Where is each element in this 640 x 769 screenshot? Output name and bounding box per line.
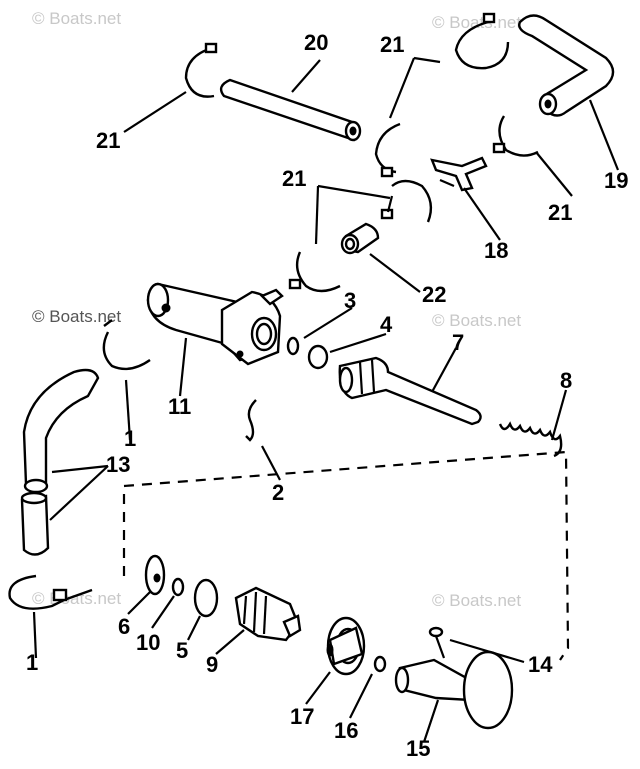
watermark: © Boats.net: [32, 307, 121, 326]
part-13-hose: [22, 368, 100, 494]
callout-21: 21: [548, 200, 572, 225]
callout-9: 9: [206, 652, 218, 677]
callout-8: 8: [560, 368, 572, 393]
callout-22: 22: [422, 282, 446, 307]
callout-4: 4: [380, 312, 393, 337]
callout-21: 21: [282, 166, 306, 191]
part-4-o-ring: [307, 344, 329, 370]
part-14-screw: [428, 626, 446, 659]
callout-2: 2: [272, 480, 284, 505]
watermark: © Boats.net: [32, 9, 121, 28]
part-21-clamp: [288, 251, 341, 293]
callout-3: 3: [344, 288, 356, 313]
callout-20: 20: [304, 30, 328, 55]
watermark: © Boats.net: [432, 311, 521, 330]
part-3-o-ring: [286, 336, 300, 356]
part-21-clamp: [492, 115, 539, 157]
part-16-o-ring: [373, 655, 387, 673]
callout-6: 6: [118, 614, 130, 639]
callout-21: 21: [380, 32, 404, 57]
assembly-boundary: [122, 450, 570, 661]
callout-5: 5: [176, 638, 188, 663]
callout-15: 15: [406, 736, 430, 761]
callout-17: 17: [290, 704, 314, 729]
part-13-hose: [20, 491, 50, 556]
part-2-retaining-clip: [245, 399, 257, 442]
part-21-clamp: [184, 42, 218, 98]
part-19-hose: [518, 14, 615, 117]
callout-16: 16: [334, 718, 358, 743]
part-8-spring: [498, 421, 563, 458]
callout-10: 10: [136, 630, 160, 655]
part-21-clamp: [454, 12, 510, 70]
callout-11: 11: [168, 394, 191, 419]
part-7-shaft: [338, 356, 482, 426]
part-22-sleeve: [340, 222, 380, 255]
part-17-seal-cap: [326, 616, 366, 676]
callout-1: 1: [26, 650, 38, 675]
callout-19: 19: [604, 168, 628, 193]
part-6-washer: [144, 554, 166, 596]
callout-7: 7: [452, 330, 464, 355]
part-21-clamp: [374, 122, 401, 178]
part-1-clamp: [102, 319, 151, 371]
callout-18: 18: [484, 238, 508, 263]
part-10-o-ring: [171, 577, 185, 597]
watermark: © Boats.net: [432, 591, 521, 610]
part-21-clamp: [380, 179, 433, 223]
watermark: © Boats.net: [32, 589, 121, 608]
part-15-knob: [394, 650, 514, 730]
part-18-tee-fitting: [430, 156, 488, 192]
part-11-housing: [146, 282, 284, 366]
callout-14: 14: [528, 652, 553, 677]
part-5-o-ring: [193, 578, 219, 618]
watermark: © Boats.net: [432, 13, 521, 32]
part-1-strap-clamp: [8, 574, 93, 610]
callout-21: 21: [96, 128, 120, 153]
part-9-fitting: [234, 586, 302, 642]
callout-13: 13: [106, 452, 130, 477]
callout-1: 1: [124, 426, 136, 451]
leader-lines: [32, 56, 620, 743]
part-20-hose: [219, 78, 362, 142]
